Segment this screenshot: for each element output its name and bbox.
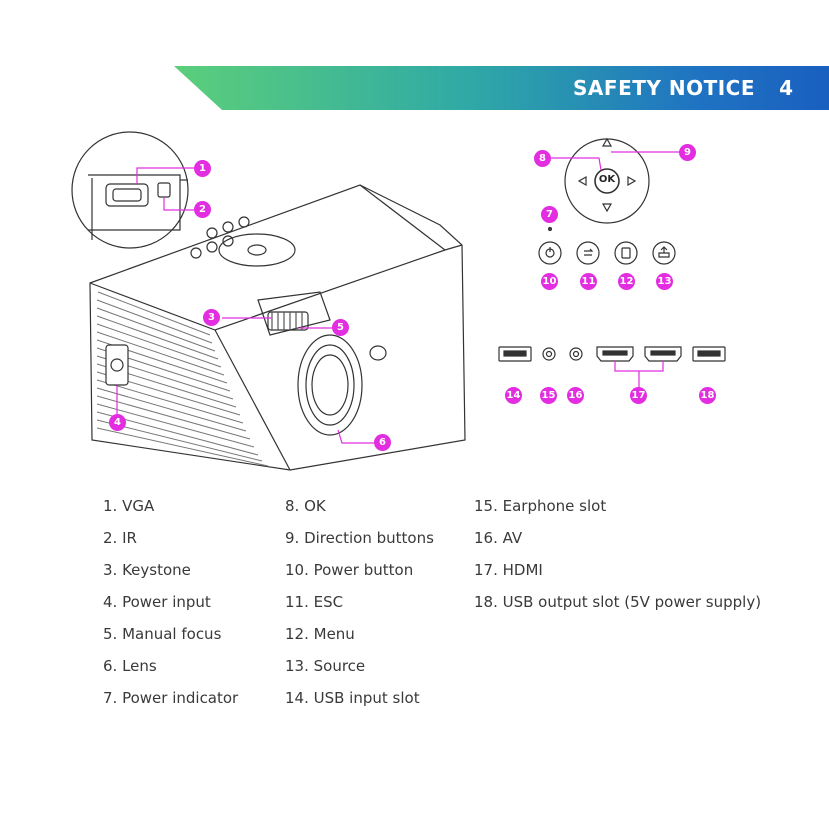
- legend-item: 16. AV: [474, 529, 523, 547]
- legend-item: 10. Power button: [285, 561, 414, 579]
- legend-column-3: 15. Earphone slot 16. AV 17. HDMI 18. US…: [474, 496, 761, 624]
- legend-item: 3. Keystone: [103, 561, 191, 579]
- vga-inset-circle: [71, 131, 189, 249]
- av-jack: [569, 347, 583, 361]
- usb-output-port: [692, 346, 726, 362]
- callout-1: 1: [194, 160, 211, 177]
- projector-dpad: [218, 233, 296, 267]
- projector-body: [89, 184, 466, 471]
- callout-11: 11: [580, 273, 597, 290]
- callout-15: 15: [540, 387, 557, 404]
- callout-6: 6: [374, 434, 391, 451]
- callout-9: 9: [679, 144, 696, 161]
- vga-port: [105, 183, 149, 207]
- menu-button: [614, 241, 638, 265]
- callout-10: 10: [541, 273, 558, 290]
- callout-14: 14: [505, 387, 522, 404]
- ok-button: [594, 168, 620, 194]
- esc-button: [576, 241, 600, 265]
- legend-item: 15. Earphone slot: [474, 497, 607, 515]
- legend-item: 13. Source: [285, 657, 366, 675]
- legend-item: 5. Manual focus: [103, 625, 222, 643]
- callout-12: 12: [618, 273, 635, 290]
- legend-item: 12. Menu: [285, 625, 355, 643]
- callout-8: 8: [534, 150, 551, 167]
- legend-item: 9. Direction buttons: [285, 529, 434, 547]
- legend-column-1: 1. VGA 2. IR 3. Keystone 4. Power input …: [103, 496, 238, 720]
- hdmi-port-2: [644, 346, 682, 362]
- ok-label: OK: [598, 174, 616, 185]
- page-title: SAFETY NOTICE: [573, 76, 755, 100]
- legend-item: 1. VGA: [103, 497, 155, 515]
- earphone-jack: [542, 347, 556, 361]
- header-banner: SAFETY NOTICE 4: [174, 66, 829, 110]
- legend-item: 14. USB input slot: [285, 689, 420, 707]
- legend-column-2: 8. OK 9. Direction buttons 10. Power but…: [285, 496, 434, 720]
- callout-7: 7: [541, 206, 558, 223]
- legend-item: 7. Power indicator: [103, 689, 239, 707]
- legend-item: 6. Lens: [103, 657, 157, 675]
- legend-item: 17. HDMI: [474, 561, 543, 579]
- callout-3: 3: [203, 309, 220, 326]
- legend-item: 2. IR: [103, 529, 137, 547]
- power-button: [538, 241, 562, 265]
- legend-item: 8. OK: [285, 497, 326, 515]
- focus-wheel: [267, 311, 309, 331]
- power-input-port: [105, 344, 129, 386]
- callout-2: 2: [194, 201, 211, 218]
- lens-outer: [297, 334, 363, 436]
- hdmi-port-1: [596, 346, 634, 362]
- callout-16: 16: [567, 387, 584, 404]
- source-button: [652, 241, 676, 265]
- callout-17: 17: [630, 387, 647, 404]
- page-number: 4: [779, 76, 793, 100]
- legend-item: 11. ESC: [285, 593, 344, 611]
- callout-18: 18: [699, 387, 716, 404]
- usb-input-port: [498, 346, 532, 362]
- legend-item: 18. USB output slot (5V power supply): [474, 593, 762, 611]
- ir-sensor: [157, 182, 171, 198]
- callout-13: 13: [656, 273, 673, 290]
- callout-4: 4: [109, 414, 126, 431]
- callout-5: 5: [332, 319, 349, 336]
- legend-item: 4. Power input: [103, 593, 211, 611]
